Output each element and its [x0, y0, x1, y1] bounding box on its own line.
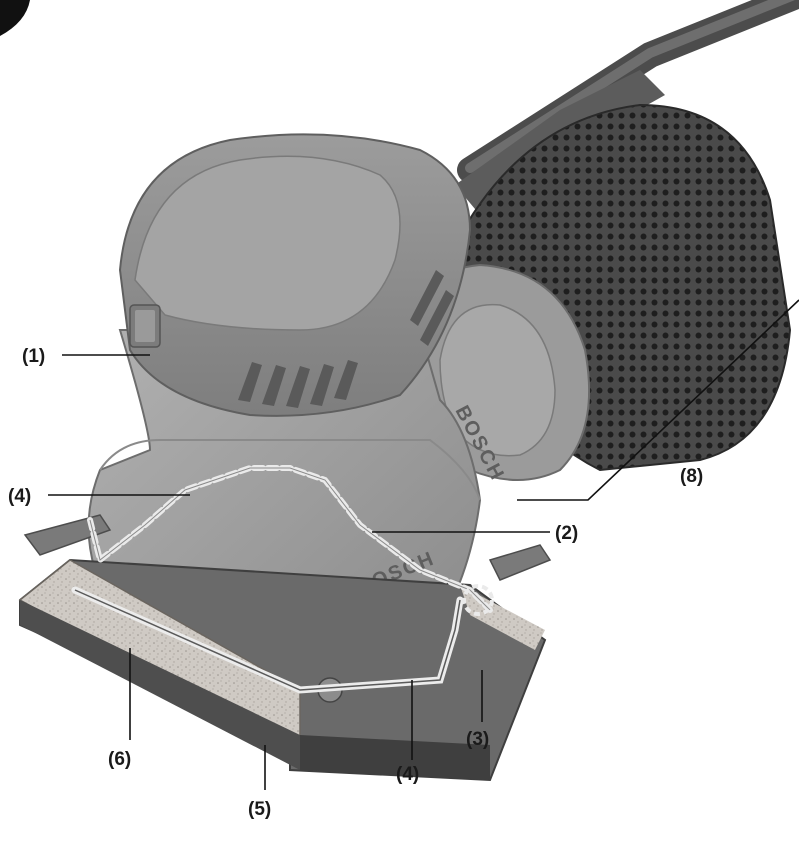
grip-ribs — [238, 270, 454, 408]
on-off-switch — [129, 304, 161, 348]
perforation-outline — [87, 465, 494, 616]
handle — [118, 133, 472, 417]
callout-3: (3) — [466, 729, 489, 750]
dust-adapter: BOSCH — [409, 263, 591, 485]
base-plate — [18, 558, 547, 782]
callout-2: (2) — [555, 523, 578, 544]
clamping-bracket — [71, 586, 464, 694]
callout-labels: (1) (2) (3) (4) (4) (5) (6) (8) — [8, 346, 703, 820]
callout-4-lower: (4) — [396, 764, 419, 785]
leader-8 — [517, 299, 799, 501]
callout-4-upper: (4) — [8, 486, 31, 507]
corner-marker — [0, 0, 30, 36]
callout-5: (5) — [248, 799, 271, 820]
leader-lines — [48, 299, 799, 790]
callout-1: (1) — [22, 346, 45, 367]
callout-6: (6) — [108, 749, 131, 770]
callout-8: (8) — [680, 466, 703, 487]
